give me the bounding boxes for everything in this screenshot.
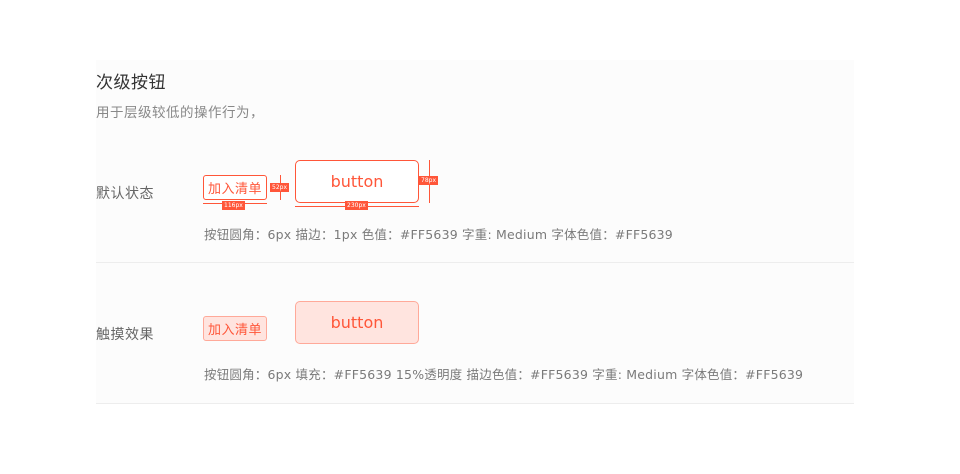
spec-pressed: 按钮圆角：6px 填充：#FF5639 15%透明度 描边色值：#FF5639 …	[204, 367, 804, 382]
add-to-list-button-default[interactable]: 加入清单	[203, 175, 267, 200]
button-label: button	[330, 313, 384, 332]
button-large-default[interactable]: button	[295, 160, 419, 203]
button-label: button	[330, 172, 384, 191]
row-label-default: 默认状态	[96, 186, 154, 202]
row-divider	[96, 262, 854, 263]
row-divider	[96, 403, 854, 404]
width-tag-large: 230px	[345, 201, 368, 210]
height-tag-small: 52px	[270, 183, 289, 192]
button-label: 加入清单	[207, 182, 262, 197]
height-tag-large: 78px	[419, 176, 438, 185]
spec-default: 按钮圆角：6px 描边：1px 色值：#FF5639 字重: Medium 字体…	[204, 227, 673, 242]
row-label-pressed: 触摸效果	[96, 327, 154, 343]
button-large-pressed[interactable]: button	[295, 301, 419, 344]
add-to-list-button-pressed[interactable]: 加入清单	[203, 316, 267, 341]
spec-panel	[96, 60, 854, 404]
button-label: 加入清单	[207, 323, 262, 338]
width-tag-small: 116px	[222, 201, 245, 210]
section-title: 次级按钮	[96, 73, 166, 93]
section-subtitle: 用于层级较低的操作行为，	[96, 105, 264, 121]
